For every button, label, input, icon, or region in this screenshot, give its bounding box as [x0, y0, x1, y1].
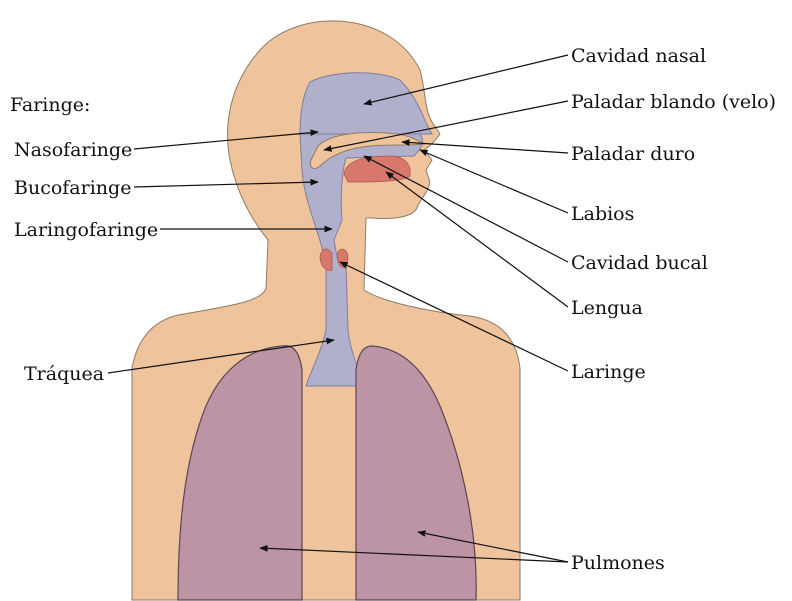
tongue-leader: [386, 172, 568, 307]
label-oral-cavity: Cavidad bucal: [571, 252, 708, 274]
label-lips: Labios: [571, 203, 634, 225]
label-laryngopharynx: Laringofaringe: [14, 219, 158, 241]
label-nasal-cavity: Cavidad nasal: [571, 45, 706, 67]
label-nasopharynx: Nasofaringe: [14, 139, 132, 161]
label-oropharynx: Bucofaringe: [14, 177, 131, 199]
label-lungs: Pulmones: [571, 552, 665, 574]
label-hard-palate: Paladar duro: [571, 143, 695, 165]
label-larynx: Laringe: [571, 361, 646, 383]
label-soft-palate: Paladar blando (velo): [571, 91, 776, 113]
label-tongue: Lengua: [571, 297, 643, 319]
label-trachea: Tráquea: [24, 363, 104, 385]
lips-leader: [420, 150, 568, 213]
pharynx-group-heading: Faringe:: [10, 94, 90, 116]
